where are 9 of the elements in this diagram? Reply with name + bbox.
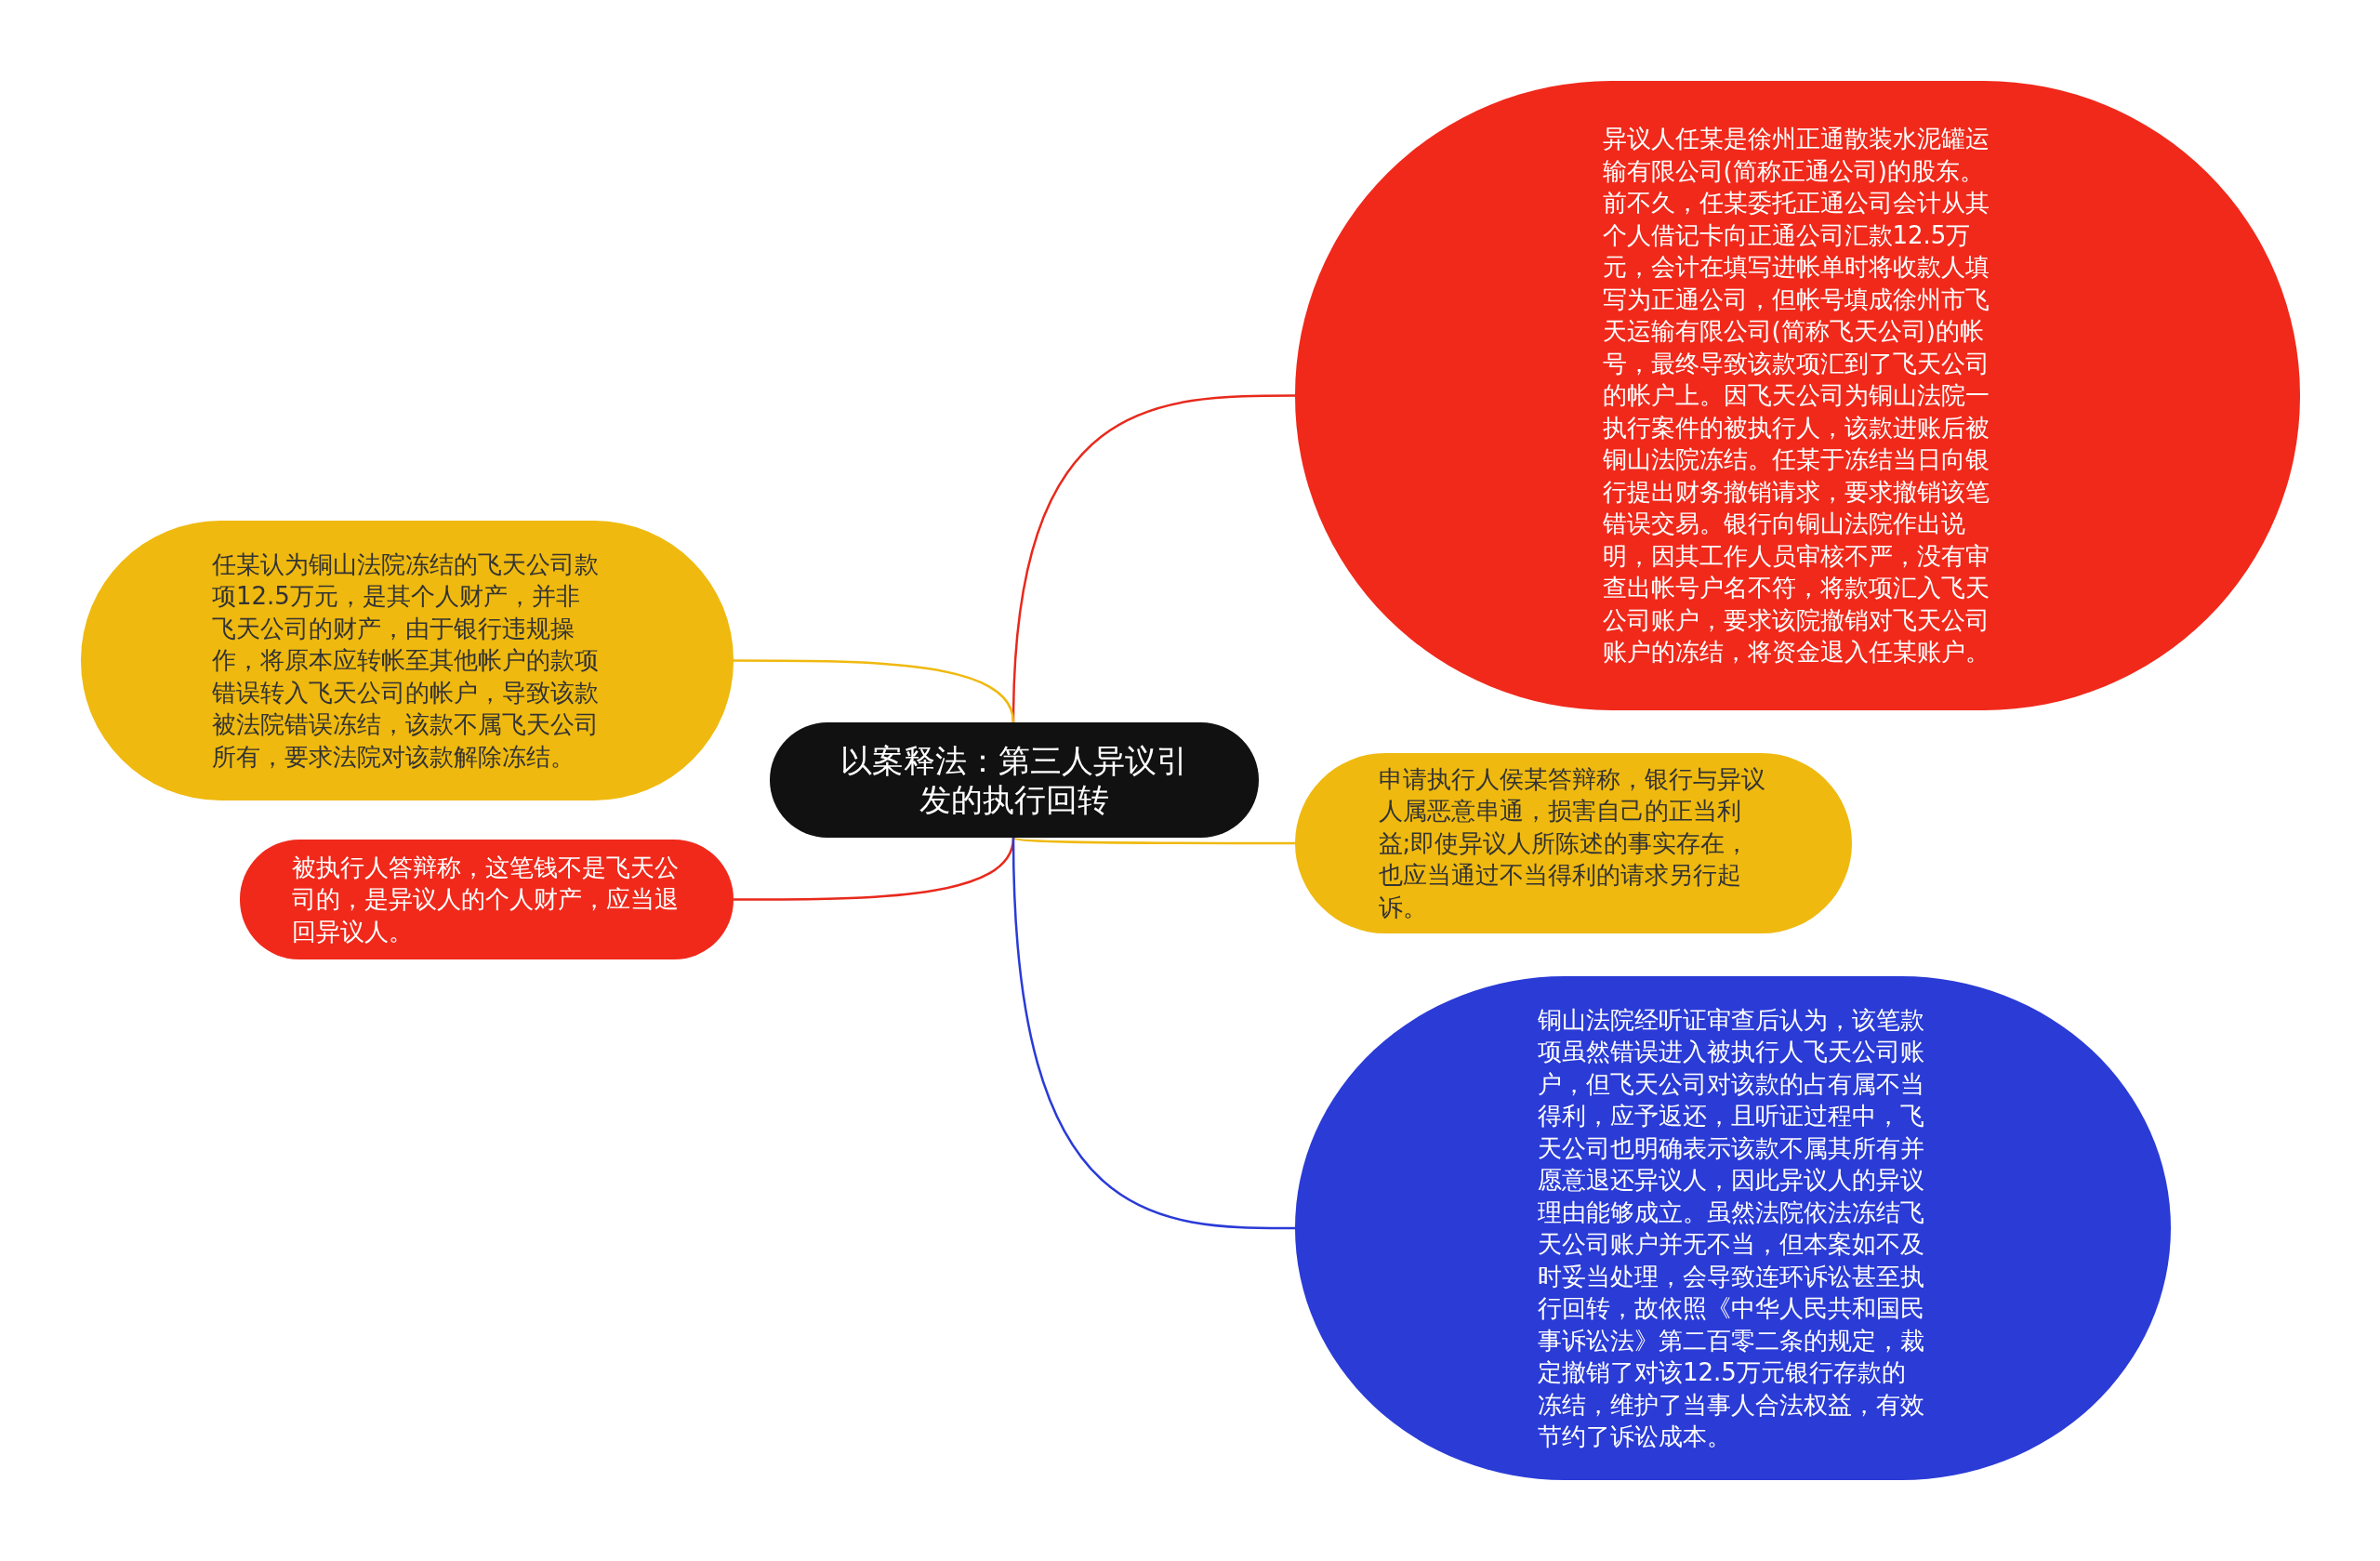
branch-text: 申请执行人侯某答辩称，银行与异议人属恶意串通，损害自己的正当利益;即使异议人所陈述的事实存在，也应当通过不当得利的请求另行起诉。 <box>1378 763 1766 923</box>
connector-curve <box>1012 837 1295 1230</box>
connector-curve <box>1012 836 1295 845</box>
branch-text: 被执行人答辩称，这笔钱不是飞天公司的，是异议人的个人财产，应当退回异议人。 <box>291 852 680 947</box>
topic-title: 以案释法：第三人异议引发的执行回转 <box>840 741 1189 819</box>
connector-curve <box>734 659 1015 723</box>
branch-text: 任某认为铜山法院冻结的飞天公司款项12.5万元，是其个人财产，并非飞天公司的财产，由于银行违规操作，将原本应转帐至其他帐户的款项错误转入飞天公司的帐户，导致该款被法院错误冻结，该款不属飞天公司所有，要求法院对该款解除冻结。 <box>212 549 600 773</box>
branch-text: 异议人任某是徐州正通散装水泥罐运输有限公司(简称正通公司)的股东。前不久，任某委托正通公司会计从其个人借记卡向正通公司汇款12.5万元，会计在填写进帐单时将收款人填写为正通公司，但帐号填成徐州市飞天运输有限公司(简称飞天公司)的帐号，最终导致该款项汇到了飞天公司的帐户上。因飞天公司为铜山法院一执行案件的被执行人，该款进账后被铜山法院冻结。任某于冻结当日向银行提出财务撤销请求，要求撤销该笔错误交易。银行向铜山法院作出说明，因其工作人员审核不严，没有审查出帐号户名不符，将款项汇入飞天公司账户，要求该院撤销对飞天公司账户的冻结，将资金退入任某账户。 <box>1602 124 1990 668</box>
branch-text: 铜山法院经听证审查后认为，该笔款项虽然错误进入被执行人飞天公司账户，但飞天公司对该款的占有属不当得利，应予返还，且听证过程中，飞天公司也明确表示该款不属其所有并愿意退还异议人，因此异议人的异议理由能够成立。虽然法院依法冻结飞天公司账户并无不当，但本案如不及时妥当处理，会导致连环诉讼甚至执行回转，故依照《中华人民共和国民事诉讼法》第二百零二条的规定，裁定撤销了对该12.5万元银行存款的冻结，维护了当事人合法权益，有效节约了诉讼成本。 <box>1538 1004 1925 1452</box>
